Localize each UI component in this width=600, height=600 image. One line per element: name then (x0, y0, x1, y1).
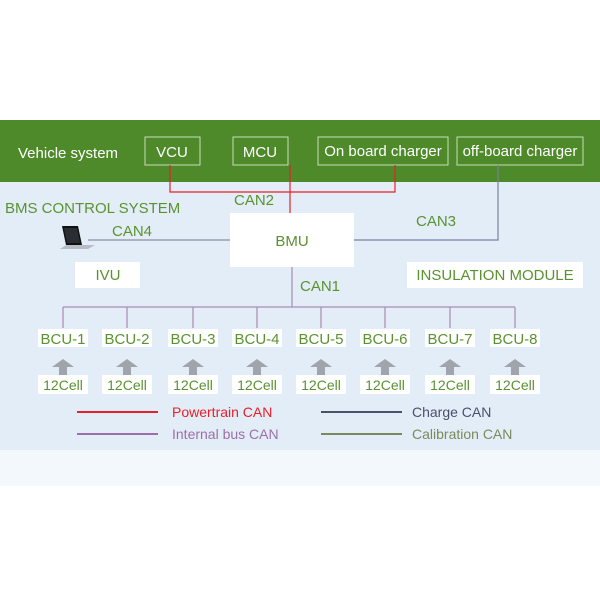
offboard-charger-box (456, 136, 584, 166)
bcu-box (296, 329, 346, 347)
bcu-box (168, 329, 218, 347)
cell-box (490, 375, 540, 394)
up-arrow-icon (310, 359, 332, 375)
cell-label: 12Cell (107, 377, 147, 393)
cell-box (38, 375, 88, 394)
mcu-label: MCU (243, 144, 277, 161)
can4-label: CAN4 (112, 223, 152, 240)
mcu-box (232, 136, 289, 166)
bcu-label: BCU-6 (362, 331, 407, 348)
can2-line (169, 165, 396, 193)
can3-line (354, 165, 499, 241)
cell-label: 12Cell (301, 377, 341, 393)
legend-powertrain-label: Powertrain CAN (172, 404, 272, 420)
bmu-label: BMU (275, 233, 308, 250)
vcu-box (144, 136, 201, 166)
cell-label: 12Cell (173, 377, 213, 393)
vcu-label: VCU (156, 144, 188, 161)
ivu-label: IVU (95, 267, 120, 284)
offboard-charger-label: off-board charger (463, 143, 578, 160)
can3-label: CAN3 (416, 213, 456, 230)
vehicle-system-label: Vehicle system (18, 145, 118, 162)
bmu-box (230, 213, 354, 267)
bms-title: BMS CONTROL SYSTEM (5, 200, 180, 217)
ivu-box (75, 262, 140, 288)
legend-charge-label: Charge CAN (412, 404, 491, 420)
cell-label: 12Cell (237, 377, 277, 393)
bcu-label: BCU-8 (492, 331, 537, 348)
up-arrow-icon (116, 359, 138, 375)
cell-label: 12Cell (43, 377, 83, 393)
onboard-charger-box (317, 136, 449, 166)
cell-box (425, 375, 475, 394)
insulation-label: INSULATION MODULE (416, 267, 573, 284)
up-arrow-icon (374, 359, 396, 375)
bcu-box (490, 329, 540, 347)
cell-box (168, 375, 218, 394)
insulation-box (407, 262, 583, 288)
cell-label: 12Cell (430, 377, 470, 393)
up-arrow-icon (439, 359, 461, 375)
up-arrow-icon (504, 359, 526, 375)
bcu-box (232, 329, 282, 347)
bcu-label: BCU-5 (298, 331, 343, 348)
onboard-charger-label: On board charger (324, 143, 442, 160)
bcu-label: BCU-7 (427, 331, 472, 348)
cell-box (296, 375, 346, 394)
up-arrow-icon (182, 359, 204, 375)
can2-label: CAN2 (234, 192, 274, 209)
legend-calibration-label: Calibration CAN (412, 426, 512, 442)
cell-box (232, 375, 282, 394)
cell-label: 12Cell (495, 377, 535, 393)
vehicle-system-band (0, 120, 600, 182)
bcu-box (38, 329, 88, 347)
bcu-label: BCU-3 (170, 331, 215, 348)
bcu-box (102, 329, 152, 347)
bcu-box (425, 329, 475, 347)
legend-internal-label: Internal bus CAN (172, 426, 279, 442)
can1-label: CAN1 (300, 278, 340, 295)
laptop-icon (60, 226, 95, 249)
cell-box (102, 375, 152, 394)
cell-box (360, 375, 410, 394)
bcu-box (360, 329, 410, 347)
up-arrow-icon (52, 359, 74, 375)
bcu-label: BCU-1 (40, 331, 85, 348)
up-arrow-icon (246, 359, 268, 375)
bcu-label: BCU-2 (104, 331, 149, 348)
cell-label: 12Cell (365, 377, 405, 393)
bcu-label: BCU-4 (234, 331, 279, 348)
